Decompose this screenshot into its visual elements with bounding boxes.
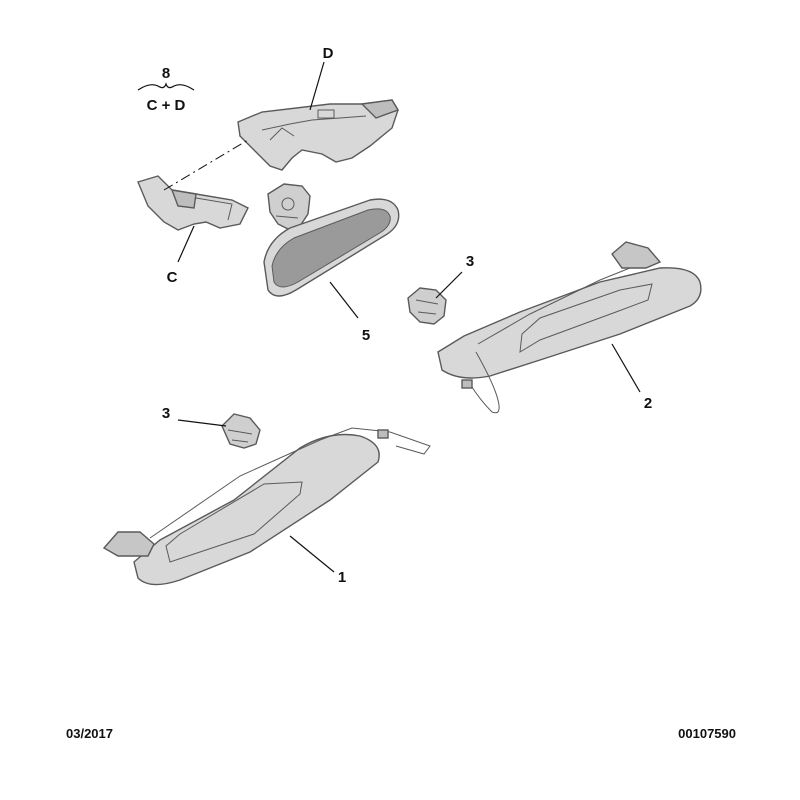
callout-c: C [167, 269, 178, 286]
leader-d [309, 61, 325, 111]
part-3-left-clip [221, 413, 261, 449]
callout-2: 2 [644, 395, 652, 412]
part-c-bracket [137, 175, 249, 231]
part-d-housing [237, 99, 400, 171]
part-2-right-visor [437, 241, 702, 414]
part-5-mirror [263, 198, 400, 297]
callout-d: D [323, 45, 334, 62]
callout-1: 1 [338, 569, 346, 586]
footer-reference: 00107590 [678, 726, 736, 741]
leader-5 [329, 281, 359, 319]
footer-date: 03/2017 [66, 726, 113, 741]
alignment-line [163, 139, 249, 191]
leader-3-right [435, 271, 463, 299]
group-formula: C + D [147, 97, 186, 114]
callout-3-right: 3 [466, 253, 474, 270]
leader-2 [611, 343, 641, 393]
mirror-mount [267, 183, 311, 231]
leader-3-left [177, 419, 227, 427]
leader-c [177, 225, 195, 263]
group-label: 8 C + D [137, 65, 195, 114]
callout-5: 5 [362, 327, 370, 344]
callout-3-left: 3 [162, 405, 170, 422]
leader-1 [289, 535, 335, 573]
group-brace [137, 82, 195, 91]
part-1-left-visor [102, 427, 431, 586]
group-number: 8 [162, 65, 170, 82]
